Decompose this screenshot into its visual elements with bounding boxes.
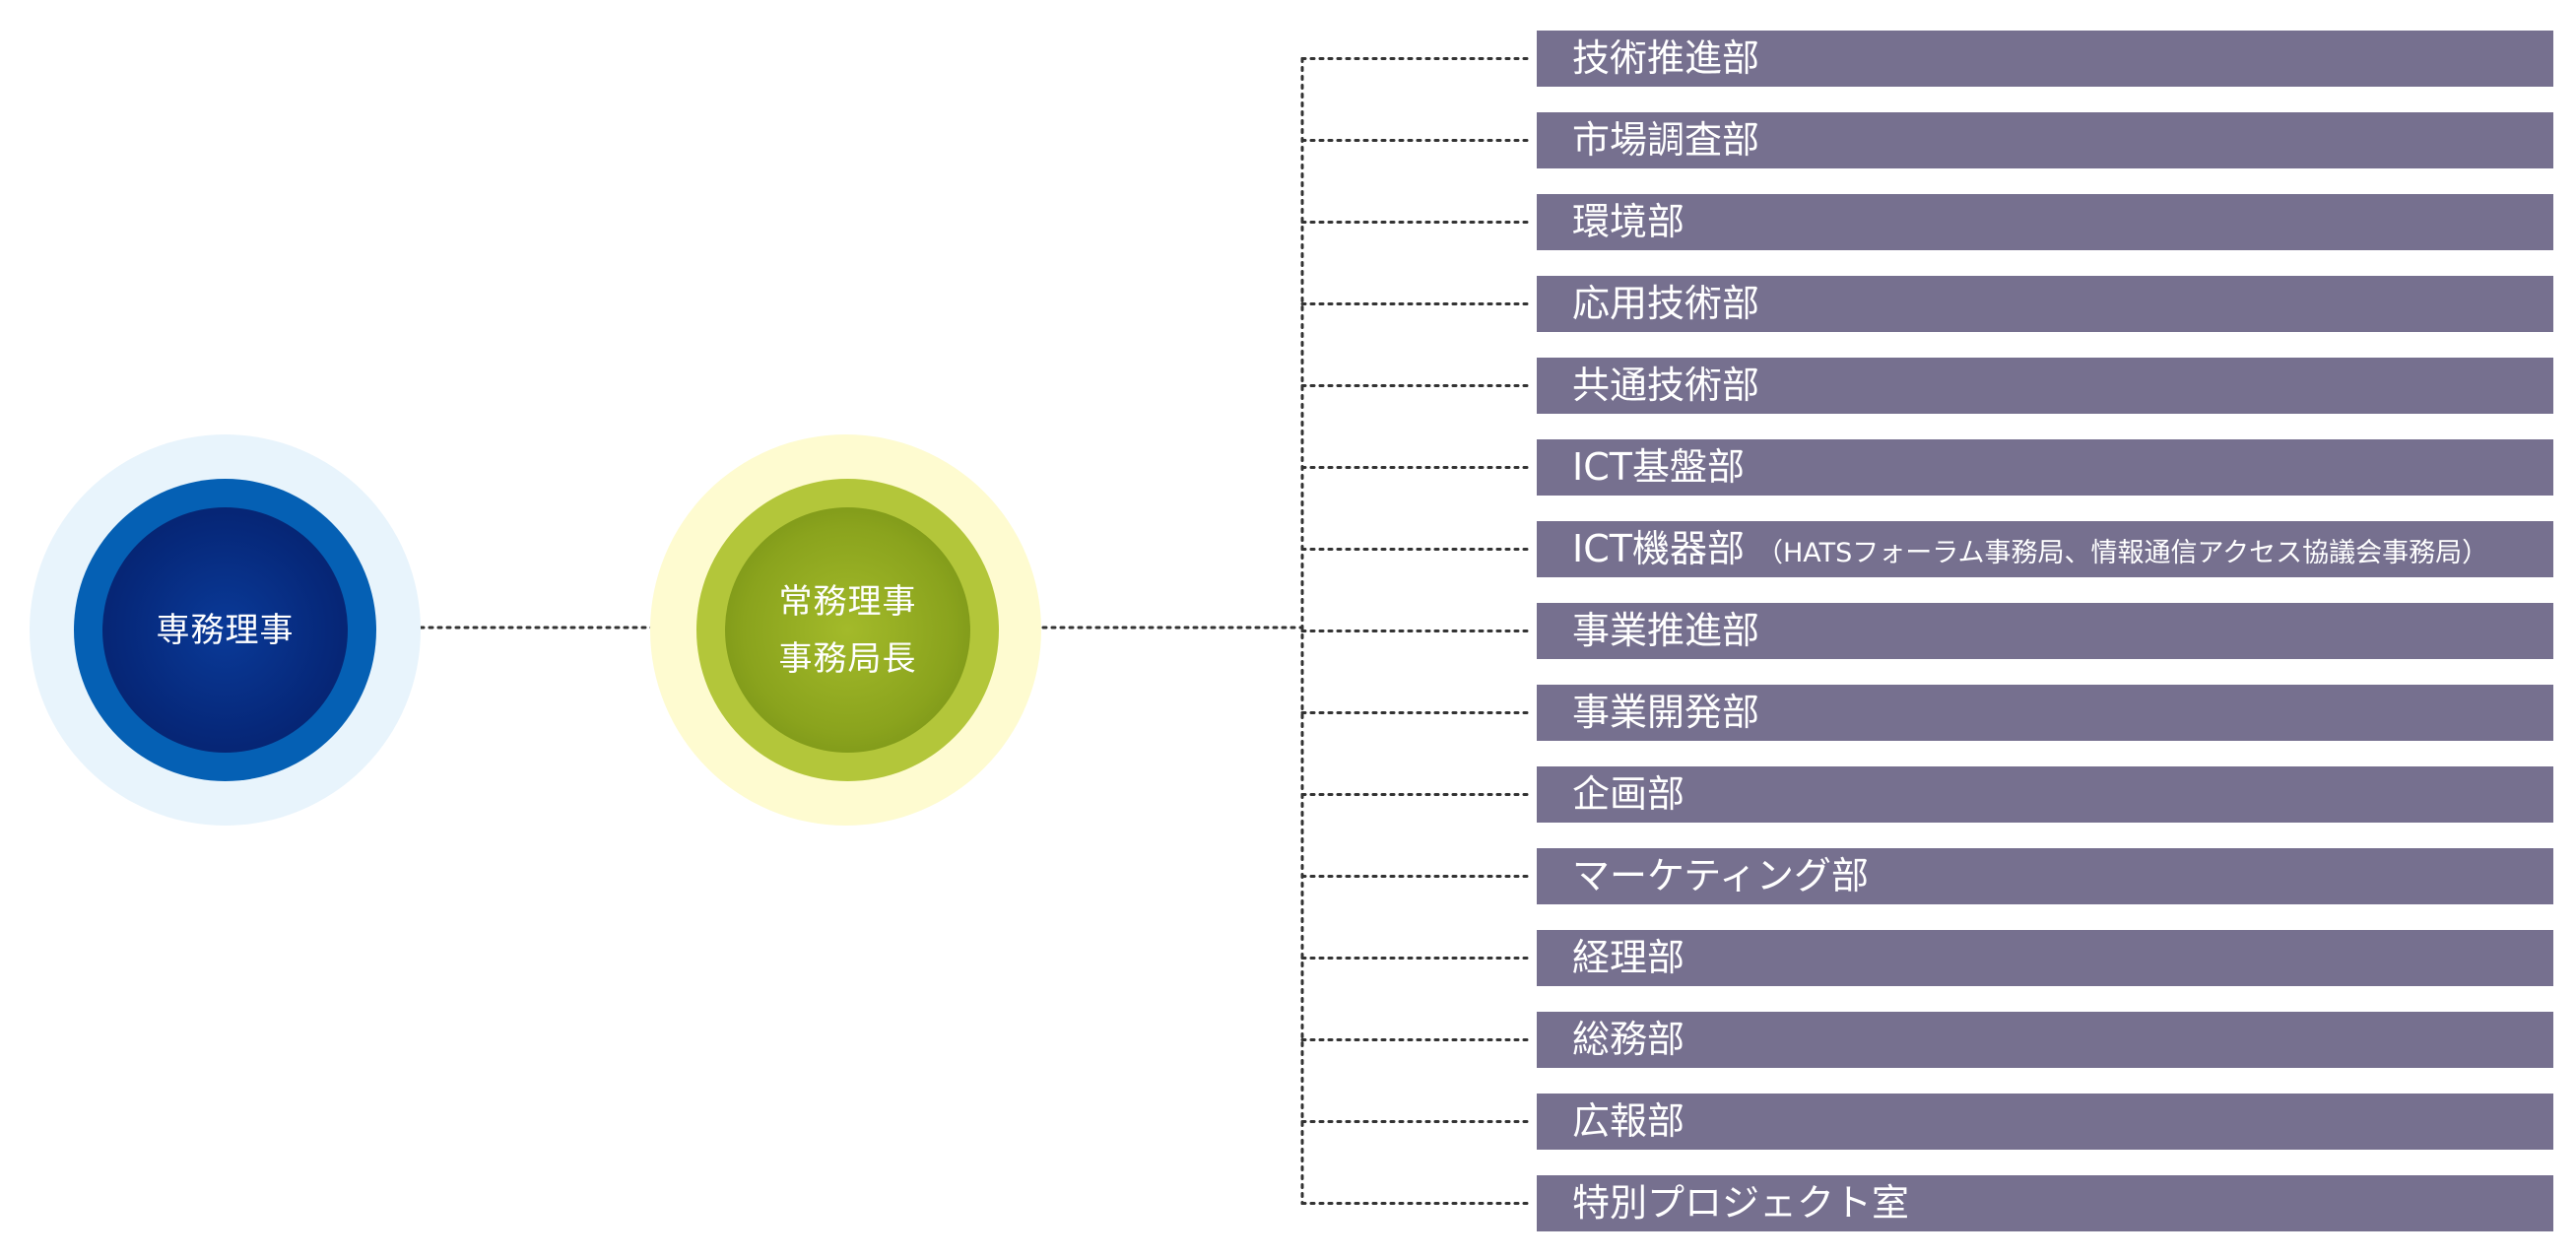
department-label: 企画部 — [1572, 772, 1685, 816]
department-box: 市場調査部 — [1537, 112, 2553, 168]
department-box: 事業推進部 — [1537, 603, 2553, 659]
department-box: 経理部 — [1537, 930, 2553, 986]
department-label: 事業開発部 — [1572, 691, 1760, 734]
department-label: 総務部 — [1572, 1018, 1685, 1061]
department-label: 事業推進部 — [1572, 609, 1760, 652]
department-label: 共通技術部 — [1572, 364, 1760, 407]
department-box: 事業開発部 — [1537, 685, 2553, 741]
department-box: 技術推進部 — [1537, 31, 2553, 87]
department-label: 市場調査部 — [1572, 118, 1760, 162]
department-label: 特別プロジェクト室 — [1572, 1181, 1910, 1225]
department-box: ICT基盤部 — [1537, 439, 2553, 496]
department-label: ICT基盤部 — [1572, 445, 1745, 489]
department-box: 広報部 — [1537, 1094, 2553, 1150]
department-box: ICT機器部 （HATSフォーラム事務局、情報通信アクセス協議会事務局） — [1537, 521, 2553, 577]
department-box: マーケティング部 — [1537, 848, 2553, 904]
department-label: マーケティング部 — [1572, 854, 1869, 897]
department-box: 共通技術部 — [1537, 358, 2553, 414]
department-label: 経理部 — [1572, 936, 1685, 979]
department-box: 総務部 — [1537, 1012, 2553, 1068]
department-box: 特別プロジェクト室 — [1537, 1175, 2553, 1231]
department-label: 環境部 — [1572, 200, 1685, 243]
executive-director-node: 専務理事 — [102, 507, 348, 753]
department-label: 技術推進部 — [1572, 36, 1760, 80]
department-box: 企画部 — [1537, 766, 2553, 823]
department-note: （HATSフォーラム事務局、情報通信アクセス協議会事務局） — [1755, 538, 2489, 568]
managing-director-node: 常務理事 事務局長 — [725, 507, 970, 753]
department-label: ICT機器部 — [1572, 527, 1745, 570]
department-label: 応用技術部 — [1572, 282, 1760, 325]
managing-director-label-line2: 事務局長 — [778, 638, 917, 679]
department-label: 広報部 — [1572, 1099, 1685, 1143]
managing-director-label-line1: 常務理事 — [778, 581, 917, 622]
department-box: 応用技術部 — [1537, 276, 2553, 332]
executive-director-label: 専務理事 — [156, 610, 295, 650]
department-box: 環境部 — [1537, 194, 2553, 250]
